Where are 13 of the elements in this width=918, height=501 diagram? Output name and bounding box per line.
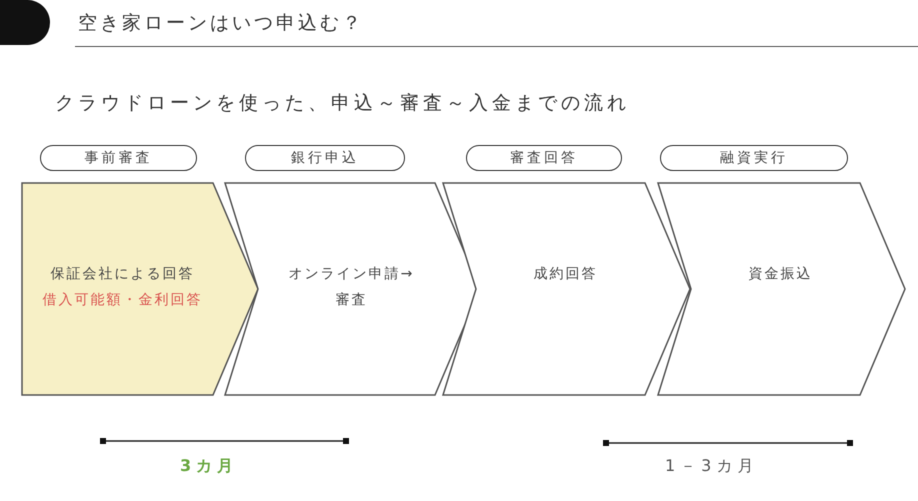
duration-label: 1－3カ月 — [665, 456, 758, 477]
step-text: オンライン申請→審査 — [288, 265, 416, 310]
subtitle: クラウドローンを使った、申込～審査～入金までの流れ — [55, 91, 630, 116]
stage-label: 審査回答 — [466, 145, 622, 171]
stage-label: 融資実行 — [660, 145, 848, 171]
duration-label: 3カ月 — [180, 456, 238, 477]
stage-label: 銀行申込 — [245, 145, 405, 171]
step-text: 成約回答 — [534, 265, 598, 284]
step-text: 保証会社による回答 — [50, 265, 194, 284]
step-text: 資金振込 — [748, 265, 812, 284]
stage-label: 事前審査 — [40, 145, 197, 171]
step-text: 借入可能額・金利回答 — [42, 291, 202, 310]
title: 空き家ローンはいつ申込む？ — [78, 11, 364, 36]
